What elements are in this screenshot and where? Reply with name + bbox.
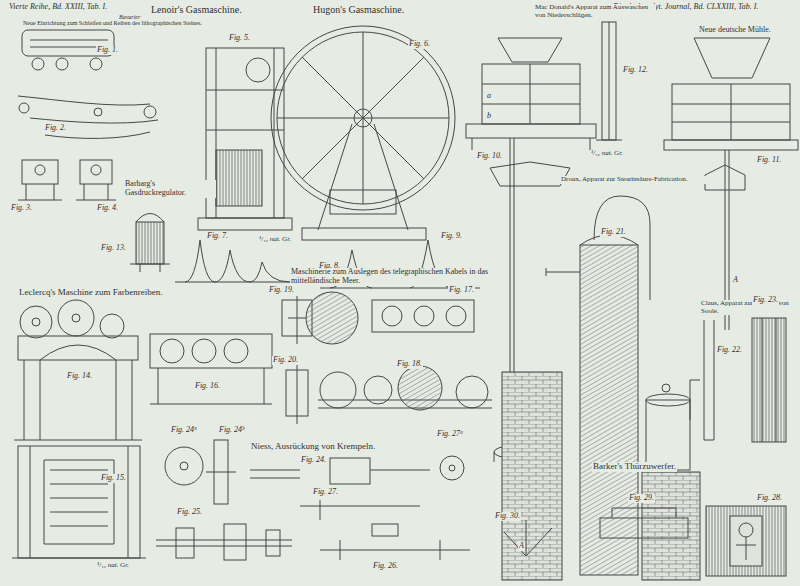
- part-letter: b: [486, 112, 492, 121]
- figure-label: Fig. 27ᵃ: [436, 430, 464, 439]
- figure-title: Claus, Apparat zum Heben von Soole.: [700, 300, 796, 315]
- figure-label: Fig. 2.: [44, 124, 67, 133]
- figure-title: Mac Donald's Apparat zum Auswaschen von …: [534, 4, 656, 19]
- figure-title: Maschinerie zum Auslegen des telegraphis…: [290, 268, 502, 286]
- figure-title: Droux, Apparat zur Stearinsäure-Fabricat…: [560, 176, 712, 184]
- figure-title: Neue deutsche Mühle.: [698, 26, 772, 35]
- figure-label: Fig. 15.: [100, 474, 127, 483]
- figure-label: Fig. 16.: [194, 382, 221, 391]
- figure-label: Fig. 17.: [448, 286, 475, 295]
- figure-label: Fig. 27.: [312, 488, 339, 497]
- scale-note: ¹/₁₀ nat. Gr.: [258, 236, 292, 244]
- figure-label: Fig. 10.: [476, 152, 503, 161]
- figure-title: Neue Einrichtung zum Schleifen und Reibe…: [22, 20, 203, 27]
- part-letter: A: [732, 276, 739, 285]
- figure-label: Fig. 3.: [10, 204, 33, 213]
- figure-title: Leclercq's Maschine zum Farbenreiben.: [18, 288, 164, 298]
- figure-label: Fig. 14.: [66, 372, 93, 381]
- figure-label: Fig. 1.: [96, 46, 119, 55]
- figure-label: Fig. 22.: [716, 346, 743, 355]
- figure-title: Barbarg's Gasdruckregulator.: [124, 180, 216, 198]
- figure-title: Barker's Thürzuwerfer.: [592, 462, 677, 472]
- scale-note: ¹/₁₀ nat. Gr.: [590, 150, 624, 158]
- figure-label: Fig. 25.: [176, 508, 203, 517]
- figure-label: Fig. 21.: [600, 228, 627, 237]
- figure-label: Fig. 28.: [756, 494, 783, 503]
- figure-label: Fig. 6.: [408, 40, 431, 49]
- figure-label: Fig. 11.: [756, 156, 783, 165]
- figure-label: Fig. 20.: [272, 356, 299, 365]
- part-letter: a: [486, 92, 492, 101]
- figure-label: Fig. 13.: [100, 244, 127, 253]
- figure-label: Fig. 12.: [622, 66, 649, 75]
- figure-label: Fig. 30.: [494, 512, 521, 521]
- figure-title: Niess, Ausrückung von Krempeln.: [250, 442, 376, 452]
- figure-label: Fig. 29.: [628, 494, 655, 503]
- figure-label: Fig. 9.: [440, 232, 463, 241]
- figure-title: Hugon's Gasmaschine.: [312, 4, 405, 15]
- figure-title: Lenoir's Gasmaschine.: [150, 4, 243, 15]
- part-letter: A: [518, 542, 525, 551]
- figure-label: Fig. 24ᵃ: [170, 426, 198, 435]
- figure-label: Fig. 24ᵇ: [218, 426, 245, 435]
- plate-number: Vierte Reihe, Bd. XXIII, Tab. I.: [8, 3, 108, 12]
- figure-label: Fig. 5.: [228, 34, 251, 43]
- figure-label: Fig. 23.: [752, 296, 779, 305]
- figure-label: Fig. 7.: [206, 232, 229, 241]
- figure-label: Fig. 4.: [96, 204, 119, 213]
- figure-label: Fig. 26.: [372, 562, 399, 571]
- figure-label: Fig. 18.: [396, 360, 423, 369]
- scale-note: ¹/₁₀ nat. Gr.: [96, 562, 130, 570]
- figure-label: Fig. 19.: [268, 286, 295, 295]
- figure-label: Fig. 24.: [300, 456, 327, 465]
